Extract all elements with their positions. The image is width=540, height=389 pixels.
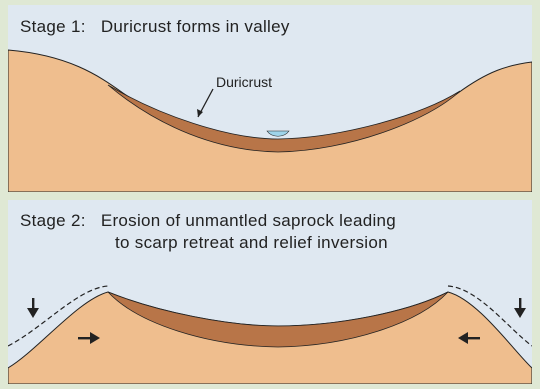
water-pool <box>267 131 289 136</box>
stage2-number: Stage 2: <box>20 211 86 230</box>
duricrust-label: Duricrust <box>216 74 272 90</box>
stage1-sediment <box>8 50 532 192</box>
stage2-caption-line1: Erosion of unmantled saprock leading <box>101 211 396 230</box>
down-arrow-right <box>514 298 526 318</box>
stage1-number: Stage 1: <box>20 17 86 36</box>
stage1-title: Stage 1: Duricrust forms in valley <box>20 16 290 37</box>
down-arrow-left <box>27 298 39 318</box>
stage2-caption-line2: to scarp retreat and relief inversion <box>115 232 388 253</box>
stage2-title: Stage 2: Erosion of unmantled saprock le… <box>20 210 396 231</box>
stage1-caption: Duricrust forms in valley <box>101 17 290 36</box>
stage2-panel: Stage 2: Erosion of unmantled saprock le… <box>8 200 532 384</box>
stage1-panel: Duricrust Stage 1: Duricrust forms in va… <box>8 5 532 192</box>
